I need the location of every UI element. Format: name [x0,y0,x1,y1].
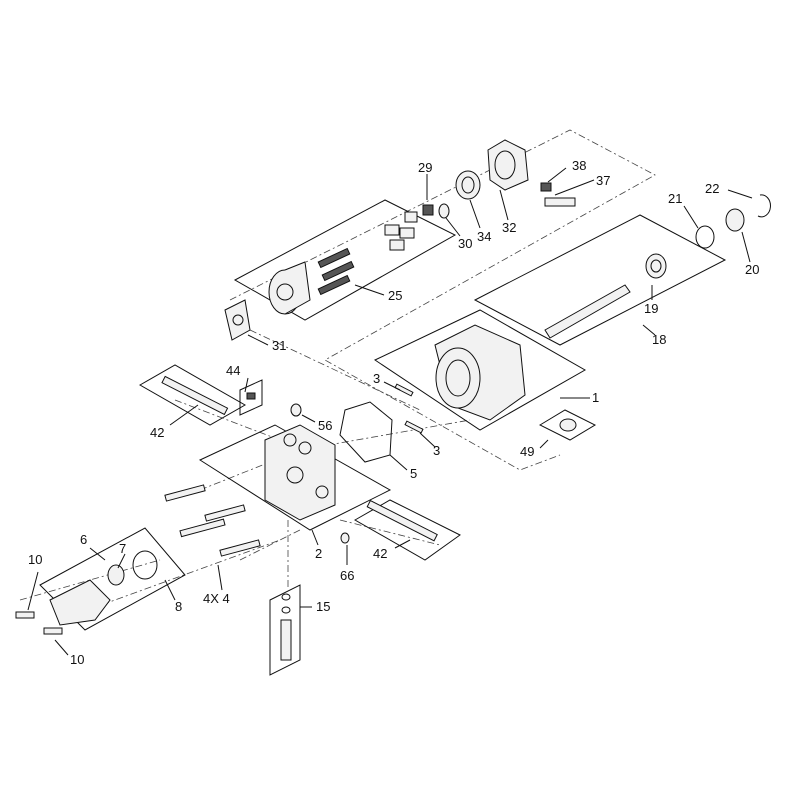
bearing-20-part [725,208,745,232]
leader-lines [27,167,753,656]
shaft-box [473,214,727,346]
callout-42-left: 42 [150,425,164,440]
part-37 [544,197,576,207]
clip-22-part [757,194,771,218]
swash-plate-part [224,299,251,341]
callout-3-upper: 3 [373,371,380,386]
bolts-4-part [164,484,261,557]
center-section-box [198,424,392,531]
plug-56-part [290,403,302,417]
callout-1: 1 [592,390,599,405]
callout-10-upper: 10 [28,552,42,567]
seal-box [538,409,597,441]
callouts: 1 2 3 3 4X 4 5 6 7 8 10 10 15 18 19 20 2… [28,158,759,667]
callout-7: 7 [119,541,126,556]
part-29 [422,204,434,216]
callout-44: 44 [226,363,240,378]
dowel-pin-upper [394,383,414,397]
callout-19: 19 [644,301,658,316]
dowel-pin-lower [404,420,424,434]
ring-21-part [695,225,715,249]
callout-66: 66 [340,568,354,583]
shaft-part [544,253,667,339]
valve-15-box [269,584,301,676]
gasket-part [339,401,393,463]
bolt-10-lower [43,627,63,635]
callout-30: 30 [458,236,472,251]
valve-15-part [280,593,292,661]
callout-6: 6 [80,532,87,547]
callout-38: 38 [572,158,586,173]
center-section-part [264,424,336,521]
callout-21: 21 [668,191,682,206]
callout-2: 2 [315,546,322,561]
part-30 [438,203,450,219]
callout-49: 49 [520,444,534,459]
callout-25: 25 [388,288,402,303]
relief-valve-left-part [161,375,229,416]
callout-8: 8 [175,599,182,614]
plug-66-part [340,532,350,544]
parts [15,139,771,661]
callout-29: 29 [418,160,432,175]
callout-31: 31 [272,338,286,353]
callout-10-lower: 10 [70,652,84,667]
pistons-part [317,211,418,296]
callout-5: 5 [410,466,417,481]
relief-valve-left-box [138,364,247,426]
end-cap-part [49,550,158,626]
part-44-box [239,379,263,416]
callout-4x4: 4X 4 [203,591,230,606]
part-44 [246,392,256,400]
callout-18: 18 [652,332,666,347]
seal-49-part [559,418,577,432]
part-38 [540,182,552,192]
group-boxes [39,199,727,676]
callout-3-lower: 3 [433,443,440,458]
callout-37: 37 [596,173,610,188]
housing-part [434,324,526,421]
callout-22: 22 [705,181,719,196]
callout-20: 20 [745,262,759,277]
rotor-part [268,261,311,315]
callout-42-right: 42 [373,546,387,561]
piston-rotor-box [233,199,457,321]
bolt-10-upper [15,611,35,619]
callout-56: 56 [318,418,332,433]
callout-15: 15 [316,599,330,614]
bearing-34-part [455,170,481,200]
cradle-part [487,139,529,191]
callout-34: 34 [477,229,491,244]
relief-valve-right-part [366,499,438,542]
housing-box [373,309,587,431]
callout-32: 32 [502,220,516,235]
